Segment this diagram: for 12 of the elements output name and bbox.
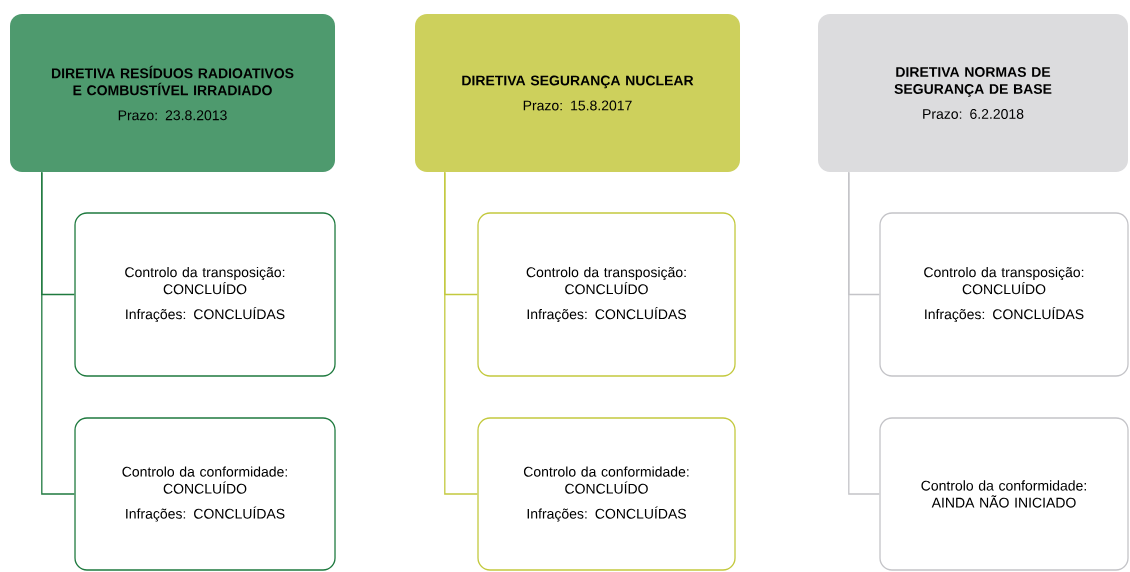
connector-line [444, 171, 478, 495]
status-box: Controlo da transposição: CONCLUÍDO Infrações: CONCLUÍDAS [879, 212, 1129, 377]
status-box: Controlo da transposição: CONCLUÍDO Infrações: CONCLUÍDAS [74, 212, 336, 377]
directive-box: DIRETIVA RESÍDUOS RADIOATIVOS E COMBUSTÍVEL IRRADIADO Prazo: 23.8.2013 [10, 14, 335, 172]
status-box: Controlo da conformidade: CONCLUÍDO Infrações: CONCLUÍDAS [477, 417, 736, 571]
status-box: Controlo da conformidade: AINDA NÃO INICIADO [879, 417, 1129, 571]
status-box: Controlo da transposição: CONCLUÍDO Infrações: CONCLUÍDAS [477, 212, 736, 377]
connector-line [41, 171, 75, 495]
directive-box: DIRETIVA NORMAS DE SEGURANÇA DE BASE Prazo: 6.2.2018 [818, 14, 1128, 172]
connector-line [848, 171, 880, 495]
status-box: Controlo da conformidade: CONCLUÍDO Infrações: CONCLUÍDAS [74, 417, 336, 571]
directive-box: DIRETIVA SEGURANÇA NUCLEAR Prazo: 15.8.2017 [415, 14, 740, 172]
